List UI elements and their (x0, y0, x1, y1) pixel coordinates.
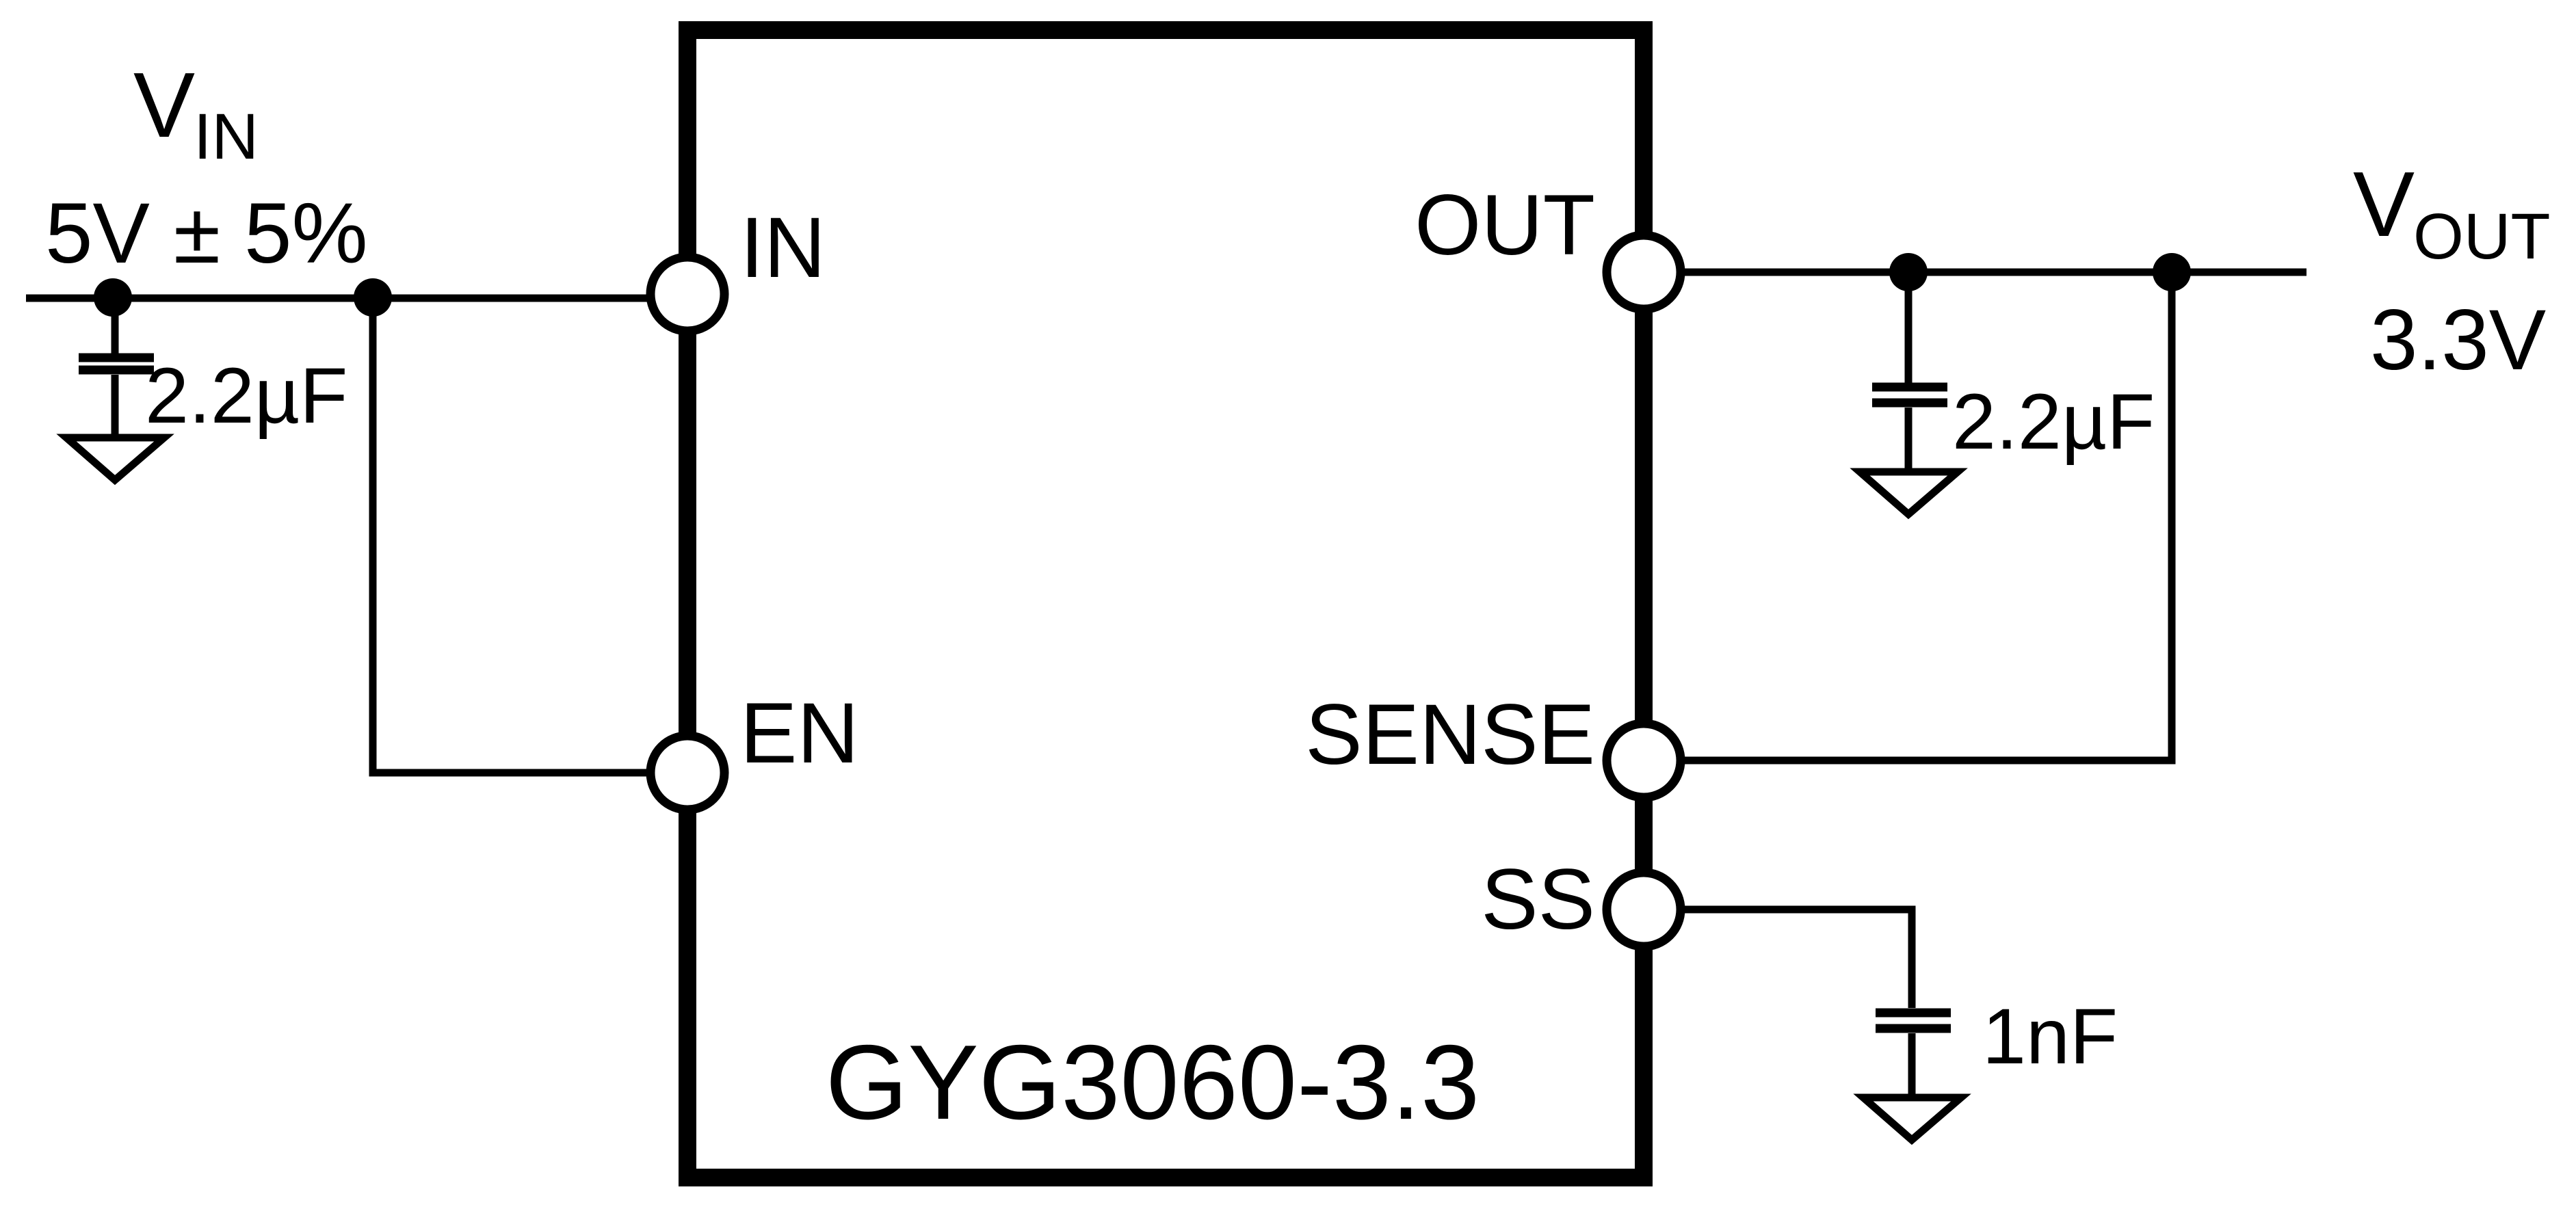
in-pin-circle (646, 252, 729, 336)
vout-rail-label: V (2353, 152, 2415, 256)
ic-pin-in: IN (646, 200, 826, 336)
ss-pin-label: SS (1481, 852, 1595, 947)
ic-pin-sense: SENSE (1305, 687, 1685, 802)
soft-start-network: 1nF (1681, 905, 2118, 1145)
ic-pin-en: EN (646, 686, 859, 814)
vout-voltage-label: 3.3V (2370, 293, 2546, 388)
soft-start-capacitor (1853, 1008, 1971, 1145)
input-capacitor (56, 298, 174, 486)
input-network: V IN 5V ± 5% 2.2µF (26, 53, 650, 486)
ss-pin-circle (1602, 868, 1685, 951)
input-capacitor-value-label: 2.2µF (145, 352, 347, 440)
ic-block: GYG3060-3.3 IN EN OUT SENSE SS (646, 21, 1685, 1186)
soft-start-capacitor-value-label: 1nF (1982, 993, 2118, 1080)
soft-start-ground-symbol (1853, 1093, 1971, 1145)
sense-link-wire (1681, 272, 2176, 765)
output-capacitor-value-label: 2.2µF (1952, 378, 2155, 466)
ic-part-number-label: GYG3060-3.3 (826, 1023, 1480, 1141)
vin-rail-label: V (133, 53, 195, 157)
input-junction-dot-cap (94, 278, 132, 317)
enable-link-wire (369, 297, 650, 777)
out-pin-label: OUT (1415, 178, 1595, 273)
vout-rail-subscript: OUT (2413, 200, 2551, 273)
soft-start-wire (1681, 905, 1916, 1008)
en-pin-label: EN (740, 686, 859, 781)
ic-pin-out: OUT (1415, 178, 1685, 314)
vin-rail-subscript: IN (194, 101, 259, 173)
ic-pin-ss: SS (1481, 852, 1685, 951)
output-network: V OUT 3.3V 2.2µF (1681, 152, 2551, 765)
in-pin-label: IN (740, 200, 826, 295)
output-ground-symbol (1850, 468, 1968, 520)
out-pin-circle (1602, 230, 1685, 314)
ic-outline (679, 21, 1653, 1186)
sense-pin-circle (1602, 719, 1685, 802)
output-capacitor (1850, 272, 1968, 520)
enable-link (369, 297, 650, 777)
sense-pin-label: SENSE (1305, 687, 1595, 782)
vin-spec-label: 5V ± 5% (45, 186, 368, 281)
en-pin-circle (646, 731, 729, 814)
input-ground-symbol (56, 434, 174, 486)
